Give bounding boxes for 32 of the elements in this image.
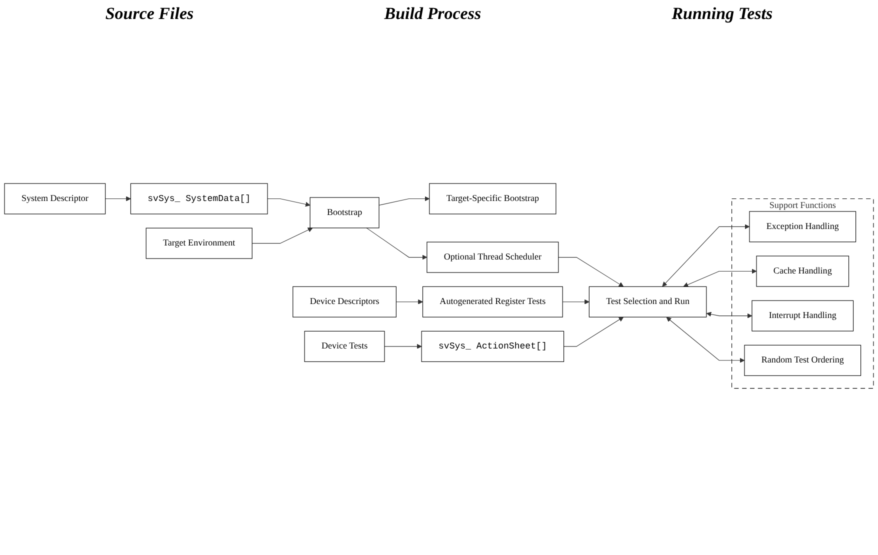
arrow [562, 298, 590, 304]
arrow [683, 268, 757, 287]
node-box: Device Tests [304, 330, 385, 362]
node-box: Target-Specific Bootstrap [429, 182, 556, 214]
arrow [384, 344, 422, 348]
node-box: Random Test Ordering [744, 344, 862, 376]
arrow [105, 196, 131, 201]
column-heading: Build Process [384, 4, 482, 24]
node-box: Bootstrap [310, 196, 380, 228]
arrow [564, 316, 624, 346]
node-box: Device Descriptors [292, 286, 396, 317]
node-box: System Descriptor [4, 182, 106, 214]
node-box: svSys_ ActionSheet[] [421, 330, 564, 362]
node-box: Autogenerated Register Tests [422, 286, 563, 317]
column-heading: Running Tests [672, 4, 773, 24]
node-box: Cache Handling [756, 255, 850, 286]
column-heading: Source Files [105, 4, 194, 24]
arrow [267, 198, 310, 206]
arrow [662, 224, 750, 286]
node-box: Interrupt Handling [752, 300, 854, 331]
arrow [706, 311, 752, 318]
arrow [666, 316, 745, 362]
arrow [252, 227, 313, 244]
arrow [558, 256, 624, 286]
node-box: svSys_ SystemData[] [130, 182, 268, 214]
node-box: Target Environment [146, 227, 252, 258]
node-box: Test Selection and Run [588, 286, 707, 317]
arrow [396, 298, 423, 304]
node-box: Optional Thread Scheduler [426, 241, 559, 272]
arrow [366, 227, 428, 260]
node-box: Exception Handling [749, 210, 856, 242]
arrow [378, 196, 430, 206]
